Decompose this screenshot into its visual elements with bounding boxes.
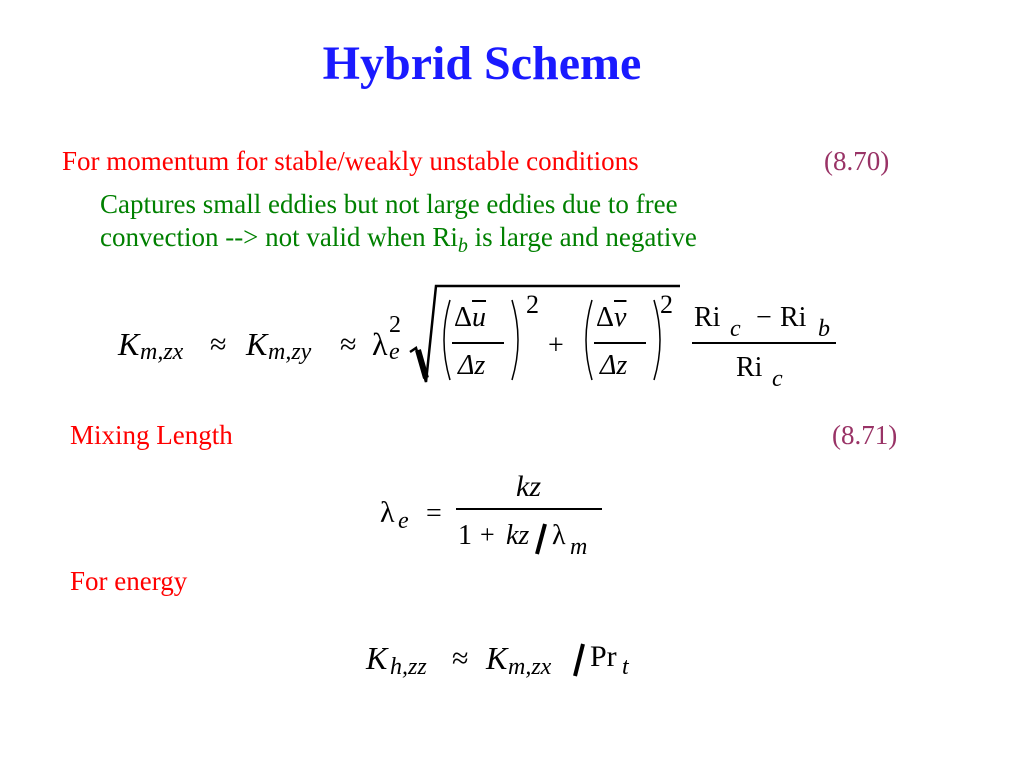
eq870-rib-sub: b [818,316,830,342]
eq870-u-bar: u [472,302,487,333]
eq870-ri-c-num: Ri [694,302,721,333]
eq870-K1: K [118,326,140,362]
fraction-bar-mixing [456,508,602,510]
eq870-ric-den-sub: c [772,366,783,392]
eq870-K2: K [246,326,268,362]
eq870-sub1: m,zx [140,339,183,366]
eq870-sub1-text: m,zx [140,339,184,365]
sqrt-sign [409,284,680,383]
energy-label: For energy [70,566,188,596]
eq870-sq-2: 2 [660,290,673,319]
eq871-lambda: λ [380,496,395,529]
eq870-delta-u-symbol: Δ [454,302,473,333]
eq870-ri-c-den: Ri [736,352,763,383]
eq871-den-kz: kz [506,520,530,551]
eq870-ri-b: Ri [780,302,807,333]
eq871-den-lambda: λ [552,520,566,551]
equation-8-70: K m,zx ≈ K m,zy ≈ λ 2 e Δu Δz 2 + Δv Δz … [118,284,836,392]
momentum-note-ri-sub: b [457,235,468,257]
eq-number-871: (8.71) [832,420,898,450]
eqenergy-pr: Pr [590,640,617,673]
slash-energy [573,643,585,677]
eqenergy-K1: K [366,640,388,676]
equation-8-71: λ e = kz 1 + kz λ m [0,460,1024,570]
momentum-label: For momentum for stable/weakly unstable … [62,146,639,176]
eq871-den-1: 1 [458,520,472,551]
eq870-delta-u: Δu [454,302,486,334]
equation-energy: K h,zz ≈ K m,zx Pr t [0,630,1024,690]
fraction-bar-v [594,342,646,344]
eq870-approx2: ≈ [340,328,357,361]
eq870-sq-1: 2 [526,290,539,319]
eq870-delta-z-2: Δz [600,350,628,381]
eq870-delta-v: Δv [596,302,626,334]
eq871-num: kz [516,470,541,503]
eq870-lambda-sup: 2 [389,312,401,338]
eq870-ric-num-sub: c [730,316,741,342]
eqenergy-K2: K [486,640,508,676]
eq-number-870: (8.70) [824,146,890,176]
eq870-plus: + [548,330,564,361]
slide-title: Hybrid Scheme [322,37,642,90]
momentum-note-line2-b: is large and negative [467,222,697,252]
mixing-length-label: Mixing Length [70,420,233,450]
eq870-delta-z-1: Δz [458,350,486,381]
eqenergy-t: t [622,654,629,680]
eq870-sub2: m,zy [268,339,311,366]
momentum-note-line2-a: convection --> not valid when Ri [100,222,458,252]
eq871-den-m: m [570,534,588,560]
eq871-e-sub: e [398,508,409,534]
eq871-equals: = [426,498,442,529]
eq870-v-bar: v [614,302,627,333]
eq871-den-plus: + [480,520,495,549]
fraction-bar-ri [692,342,836,344]
eq870-lambda-sub: e [389,339,400,365]
eqenergy-sub-h: h,zz [390,654,427,680]
eq870-approx1: ≈ [210,328,227,361]
eqenergy-sub-m: m,zx [508,654,552,680]
paren-left-2 [585,299,661,381]
eq870-delta-v-symbol: Δ [596,302,615,333]
momentum-note-line1: Captures small eddies but not large eddi… [100,189,678,219]
eq870-lambda: λ [372,326,388,362]
eq870-minus: − [756,302,772,333]
eqenergy-approx: ≈ [452,642,469,675]
paren-left-1 [443,299,519,381]
fraction-bar-u [452,342,504,344]
momentum-note-line2: convection --> not valid when Rib is lar… [100,221,697,257]
eq870-sub2-text: m,zy [268,339,312,365]
slash-mixing [535,523,547,555]
